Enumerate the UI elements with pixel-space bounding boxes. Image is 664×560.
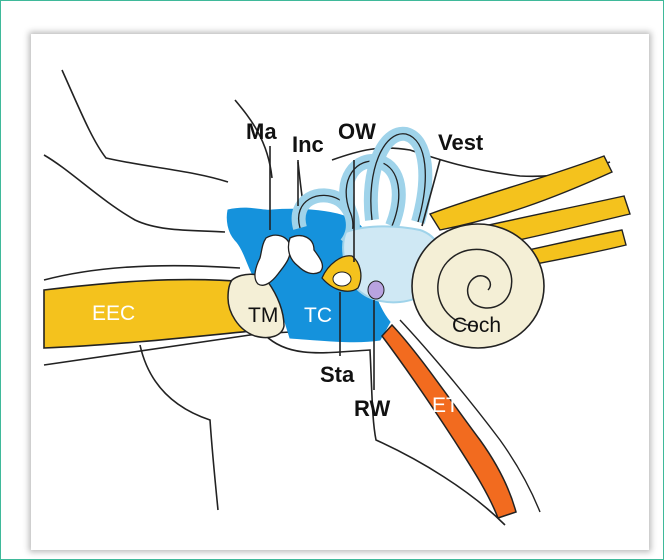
eustachian-tube-outer-wall: [400, 320, 540, 512]
round-window: [368, 281, 384, 299]
stapes-footplate: [333, 272, 351, 286]
label-ow: OW: [338, 119, 376, 144]
eustachian-tube: [382, 325, 516, 518]
outline-canal-top: [44, 266, 240, 280]
label-eec: EEC: [92, 302, 135, 325]
label-sta: Sta: [320, 362, 355, 387]
label-inc: Inc: [292, 132, 324, 157]
label-coch: Coch: [452, 314, 501, 337]
label-ma: Ma: [246, 119, 277, 144]
outline-upper-skin: [62, 70, 228, 182]
label-vest: Vest: [438, 130, 484, 155]
outline-lower-jaw: [140, 345, 218, 510]
label-et: ET: [432, 394, 459, 417]
label-tc: TC: [304, 304, 332, 327]
outline-upper-canal-wall: [44, 155, 225, 232]
label-tm: TM: [248, 304, 278, 327]
label-rw: RW: [354, 396, 390, 421]
